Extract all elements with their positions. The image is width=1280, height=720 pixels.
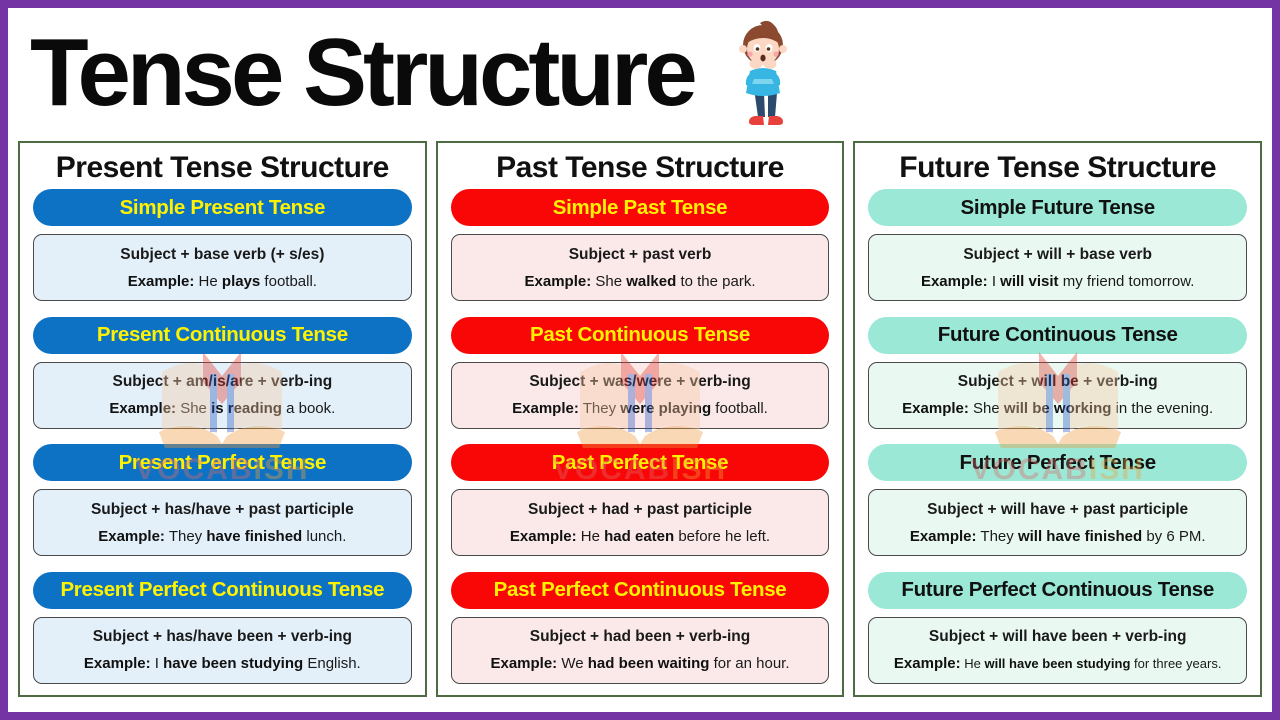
column-heading: Present Tense Structure	[55, 151, 390, 184]
tense-section: Future Continuous Tense Subject + will b…	[868, 316, 1248, 429]
tense-pill: Past Perfect Continuous Tense	[450, 571, 830, 609]
example-sentence: Example: I will visit my friend tomorrow…	[920, 272, 1195, 290]
example-sentence: Example: He plays football.	[127, 272, 317, 290]
tense-pill: Future Perfect Tense	[868, 444, 1248, 482]
structure-box: Subject + will + base verb Example: I wi…	[868, 234, 1248, 301]
tense-section: Present Continuous Tense Subject + am/is…	[33, 316, 412, 429]
structure-formula: Subject + has/have + past participle	[90, 500, 354, 518]
page-title: Tense Structure	[30, 19, 698, 126]
structure-box: Subject + will be + verb-ing Example: Sh…	[868, 361, 1248, 429]
column-sections: Simple Present Tense Subject + base verb…	[33, 189, 412, 684]
surprised-boy-illustration	[738, 20, 787, 125]
tense-pill-label: Future Perfect Tense	[959, 450, 1156, 474]
column-sections: Simple Future Tense Subject + will + bas…	[868, 189, 1248, 684]
tense-pill-label: Simple Future Tense	[960, 195, 1155, 219]
example-sentence: Example: She will be working in the even…	[902, 400, 1214, 418]
tense-pill-label: Present Perfect Continuous Tense	[60, 578, 385, 602]
structure-formula: Subject + was/were + verb-ing	[529, 373, 751, 391]
tense-section: Simple Future Tense Subject + will + bas…	[868, 189, 1248, 301]
tense-pill: Past Continuous Tense	[450, 316, 830, 354]
tense-pill-label: Future Continuous Tense	[937, 323, 1178, 347]
structure-formula: Subject + will have been + verb-ing	[928, 628, 1187, 646]
tense-pill-label: Present Continuous Tense	[96, 323, 348, 347]
structure-box: Subject + has/have + past participle Exa…	[33, 489, 412, 557]
tense-section: Future Perfect Continuous Tense Subject …	[868, 571, 1248, 684]
tense-pill: Past Perfect Tense	[450, 444, 830, 482]
tense-pill: Simple Future Tense	[868, 189, 1248, 226]
tense-pill-label: Past Perfect Continuous Tense	[493, 578, 787, 602]
tense-column: Past Tense Structure Simple Past Tense S…	[435, 141, 845, 697]
tense-pill-label: Present Perfect Tense	[118, 450, 327, 474]
header: Tense Structure	[8, 8, 1272, 138]
structure-box: Subject + had been + verb-ing Example: W…	[450, 616, 830, 684]
example-sentence: Example: She walked to the park.	[524, 272, 756, 290]
tense-pill-label: Simple Past Tense	[552, 195, 728, 219]
tense-pill-label: Past Continuous Tense	[530, 323, 750, 347]
tense-section: Present Perfect Continuous Tense Subject…	[33, 571, 412, 684]
tense-section: Present Perfect Tense Subject + has/have…	[33, 444, 412, 557]
structure-box: Subject + will have been + verb-ing Exam…	[868, 616, 1248, 684]
tense-pill-label: Simple Present Tense	[119, 195, 326, 219]
structure-box: Subject + past verb Example: She walked …	[450, 234, 830, 301]
tense-pill: Present Perfect Tense	[33, 444, 412, 482]
structure-box: Subject + am/is/are + verb-ing Example: …	[33, 361, 412, 429]
structure-formula: Subject + base verb (+ s/es)	[120, 245, 325, 263]
tense-pill-label: Future Perfect Continuous Tense	[901, 578, 1214, 602]
structure-box: Subject + base verb (+ s/es) Example: He…	[33, 234, 412, 301]
tense-column: Present Tense Structure Simple Present T…	[18, 141, 427, 697]
tense-pill-label: Past Perfect Tense	[551, 450, 729, 474]
structure-formula: Subject + will + base verb	[963, 245, 1153, 263]
example-sentence: Example: He will have been studying for …	[893, 655, 1222, 673]
tense-columns: Present Tense Structure Simple Present T…	[18, 141, 1263, 697]
structure-formula: Subject + had + past participle	[528, 500, 752, 518]
structure-box: Subject + has/have been + verb-ing Examp…	[33, 616, 412, 684]
structure-box: Subject + was/were + verb-ing Example: T…	[450, 361, 830, 429]
column-sections: Simple Past Tense Subject + past verb Ex…	[450, 189, 830, 684]
structure-box: Subject + had + past participle Example:…	[450, 489, 830, 557]
tense-pill: Present Perfect Continuous Tense	[33, 571, 412, 609]
tense-section: Past Perfect Continuous Tense Subject + …	[450, 571, 830, 684]
structure-formula: Subject + has/have been + verb-ing	[92, 628, 352, 646]
tense-pill: Simple Present Tense	[33, 189, 412, 226]
column-heading: Future Tense Structure	[899, 151, 1217, 184]
example-sentence: Example: I have been studying English.	[83, 655, 361, 673]
tense-section: Future Perfect Tense Subject + will have…	[868, 444, 1248, 557]
tense-pill: Future Continuous Tense	[868, 316, 1248, 354]
example-sentence: Example: They were playing football.	[512, 400, 768, 418]
tense-section: Simple Present Tense Subject + base verb…	[33, 189, 412, 301]
structure-box: Subject + will have + past participle Ex…	[868, 489, 1248, 557]
tense-pill: Present Continuous Tense	[33, 316, 412, 354]
tense-section: Past Perfect Tense Subject + had + past …	[450, 444, 830, 557]
example-sentence: Example: He had eaten before he left.	[509, 527, 771, 545]
tense-section: Simple Past Tense Subject + past verb Ex…	[450, 189, 830, 301]
structure-formula: Subject + had been + verb-ing	[529, 628, 751, 646]
structure-formula: Subject + will have + past participle	[927, 500, 1189, 518]
column-heading: Past Tense Structure	[496, 151, 784, 184]
tense-pill: Simple Past Tense	[450, 189, 830, 226]
tense-pill: Future Perfect Continuous Tense	[868, 571, 1248, 609]
example-sentence: Example: They have finished lunch.	[98, 527, 347, 545]
structure-formula: Subject + am/is/are + verb-ing	[112, 373, 333, 391]
example-sentence: Example: She is reading a book.	[109, 400, 336, 418]
structure-formula: Subject + past verb	[568, 245, 712, 263]
example-sentence: Example: They will have finished by 6 PM…	[909, 527, 1206, 545]
structure-formula: Subject + will be + verb-ing	[957, 373, 1158, 391]
tense-section: Past Continuous Tense Subject + was/were…	[450, 316, 830, 429]
example-sentence: Example: We had been waiting for an hour…	[490, 655, 790, 673]
tense-column: Future Tense Structure Simple Future Ten…	[853, 141, 1263, 697]
